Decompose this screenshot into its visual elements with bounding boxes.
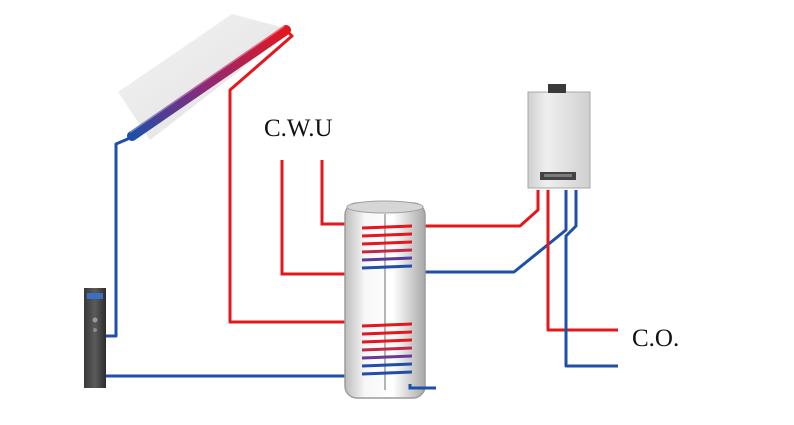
hot-water-pipes (280, 160, 345, 276)
central-heating-label: C.O. (632, 325, 680, 352)
solar-collector-icon (118, 14, 292, 141)
gas-boiler-icon (527, 84, 591, 189)
solar-controller-icon (84, 288, 106, 388)
collector-return-pipe (104, 26, 345, 378)
hot-water-label: C.W.U (264, 115, 333, 142)
storage-tank-icon (344, 200, 436, 399)
boiler-connection-pipes (424, 190, 618, 368)
